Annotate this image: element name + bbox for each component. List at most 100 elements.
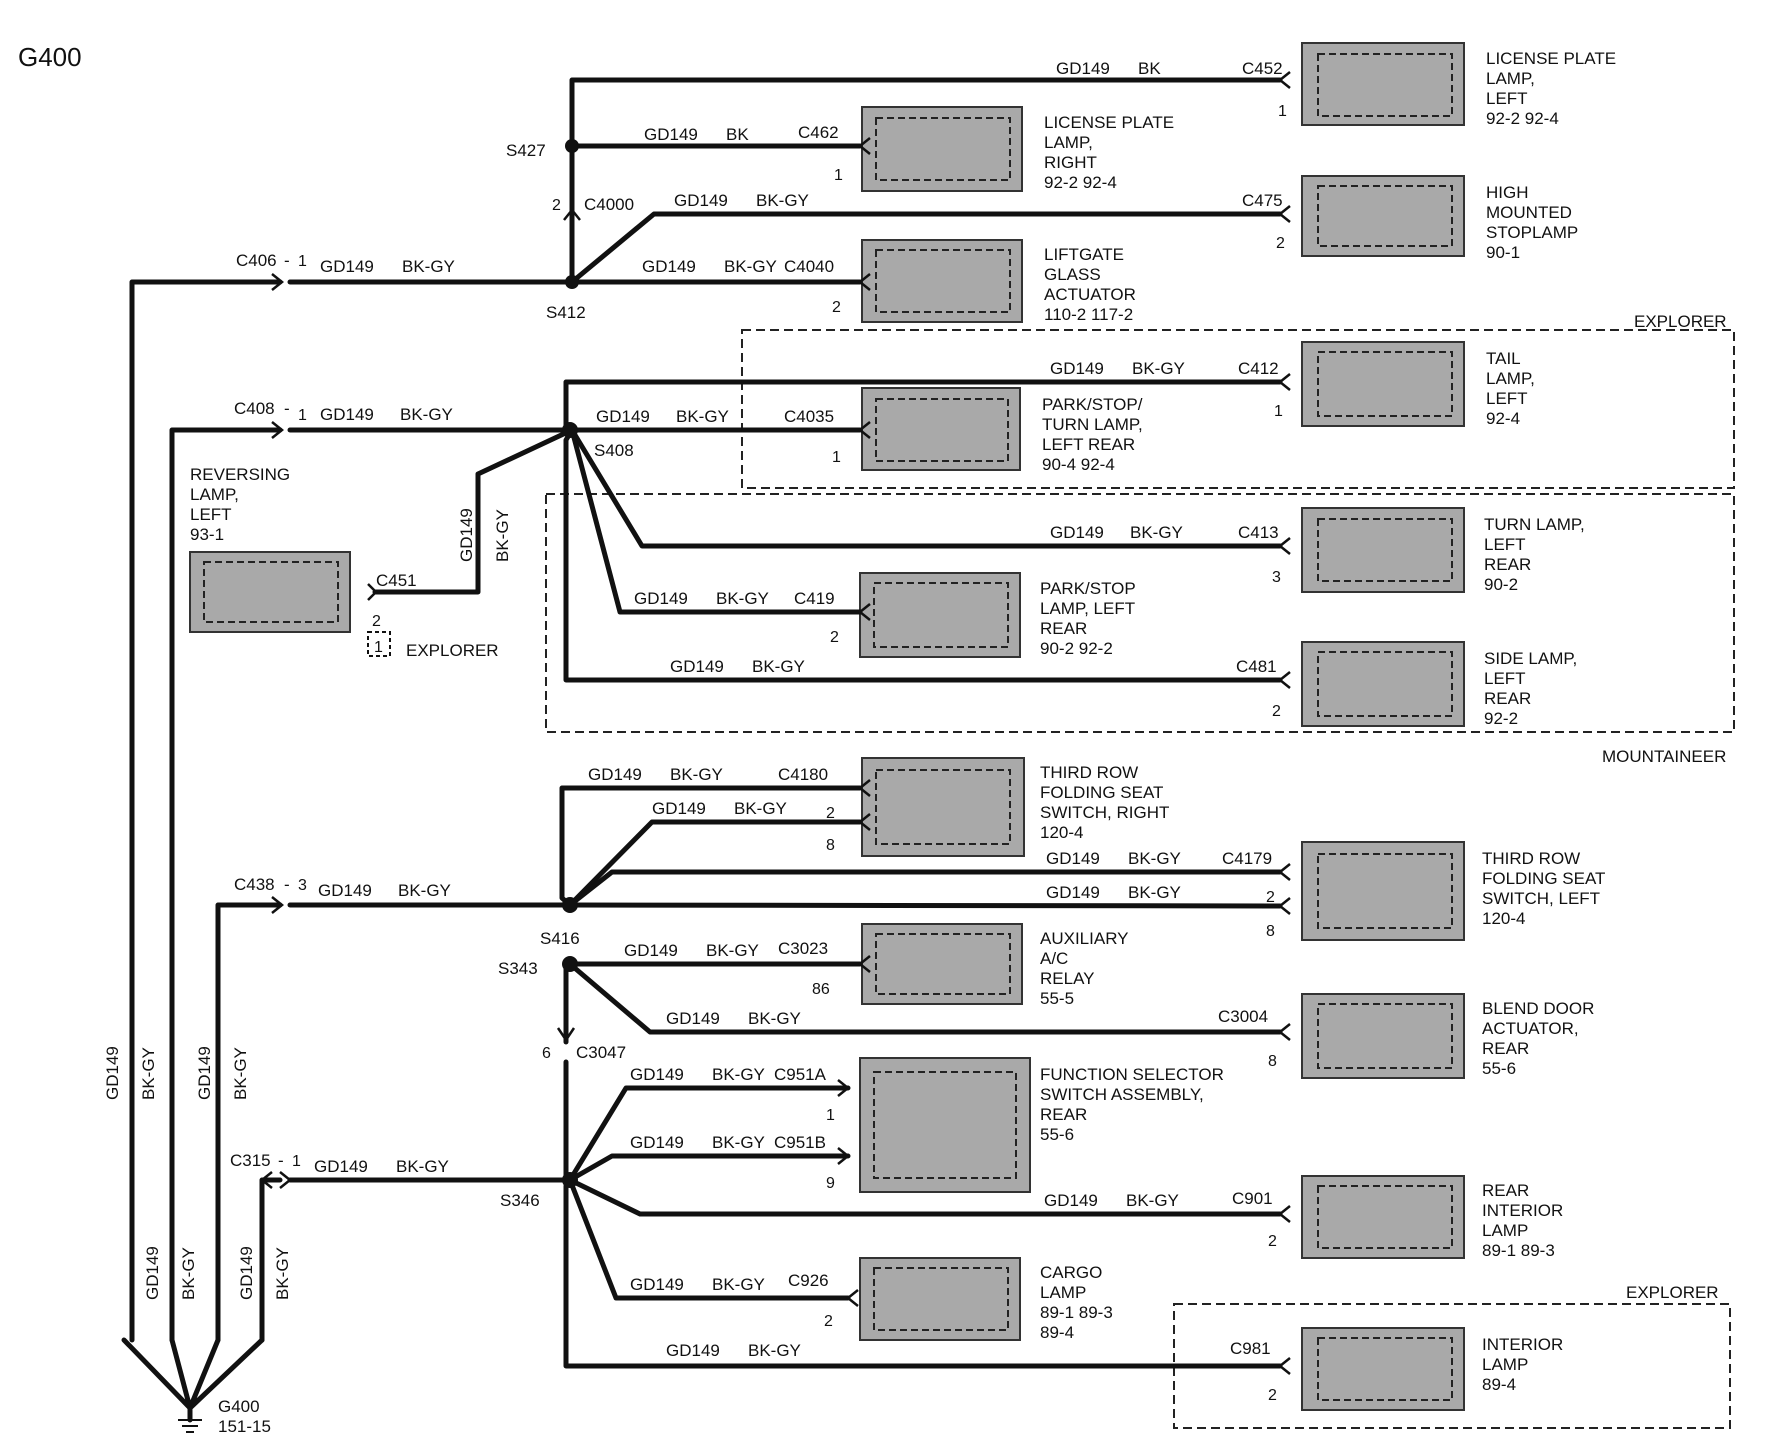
c451-alt-pin-box bbox=[367, 631, 391, 657]
c408-label: C408 bbox=[234, 399, 275, 418]
c4179-wire2-color: BK-GY bbox=[1128, 883, 1181, 902]
ground-fan bbox=[121, 1337, 265, 1411]
c413-label: C413 bbox=[1238, 523, 1279, 542]
c475-arrow-icon bbox=[1277, 205, 1291, 223]
c315-dash: - bbox=[278, 1151, 284, 1170]
c4040-wire-color: BK-GY bbox=[724, 257, 777, 276]
license-plate-lamp-left-box bbox=[1301, 42, 1465, 126]
c419-pin: 2 bbox=[830, 629, 839, 646]
c408-wire-circuit: GD149 bbox=[320, 405, 374, 424]
c412-label: C412 bbox=[1238, 359, 1279, 378]
c4179-wire2-circuit: GD149 bbox=[1046, 883, 1100, 902]
c408-dash: - bbox=[284, 399, 290, 418]
c481-wire-color: BK-GY bbox=[752, 657, 805, 676]
c3047-label: C3047 bbox=[576, 1043, 626, 1062]
liftgate-glass-actuator-box bbox=[861, 239, 1023, 323]
c951b-wire-color: BK-GY bbox=[712, 1133, 765, 1152]
c419-wire-color: BK-GY bbox=[716, 589, 769, 608]
c981-label: C981 bbox=[1230, 1339, 1271, 1358]
c4035-wire-color: BK-GY bbox=[676, 407, 729, 426]
c926-label: C926 bbox=[788, 1271, 829, 1290]
c412-arrow-icon bbox=[1277, 373, 1291, 391]
trunk4-circuit: GD149 bbox=[237, 1246, 256, 1300]
c451-alt-pin: 1 bbox=[374, 639, 383, 656]
c451-pin: 2 bbox=[372, 613, 381, 630]
c475-pin: 2 bbox=[1276, 235, 1285, 252]
c406-wire-circuit: GD149 bbox=[320, 257, 374, 276]
explorer-group-top bbox=[741, 329, 1735, 489]
c951a-wire-circuit: GD149 bbox=[630, 1065, 684, 1084]
c981-arrow-icon bbox=[1277, 1357, 1291, 1375]
c3023-arrow-icon bbox=[857, 955, 871, 973]
splice-s346-label: S346 bbox=[500, 1191, 540, 1210]
c951b-wire-circuit: GD149 bbox=[630, 1133, 684, 1152]
c406-pin: 1 bbox=[298, 253, 307, 270]
c481-label: C481 bbox=[1236, 657, 1277, 676]
c951b-pin: 9 bbox=[826, 1175, 835, 1192]
park-stop-lamp-left-rear-box bbox=[859, 572, 1021, 658]
c413-pin: 3 bbox=[1272, 569, 1281, 586]
splice-s346-dot bbox=[562, 1172, 578, 1188]
trunk2-circuit: GD149 bbox=[143, 1246, 162, 1300]
auxiliary-ac-relay-box bbox=[861, 923, 1023, 1005]
connector-arrows bbox=[259, 71, 1291, 1375]
c481-wire-circuit: GD149 bbox=[670, 657, 724, 676]
trunk1-circuit: GD149 bbox=[103, 1046, 122, 1100]
c413-wire-color: BK-GY bbox=[1130, 523, 1183, 542]
splice-s427-dot bbox=[565, 139, 579, 153]
c4040-wire-circuit: GD149 bbox=[642, 257, 696, 276]
c315-arrow-icon bbox=[259, 1171, 293, 1189]
splice-s412-label: S412 bbox=[546, 303, 586, 322]
c481-arrow-icon bbox=[1277, 671, 1291, 689]
c413-arrow-icon bbox=[1277, 537, 1291, 555]
mountaineer-label: MOUNTAINEER bbox=[1602, 747, 1726, 766]
c901-arrow-icon bbox=[1277, 1205, 1291, 1223]
c4035-label: C4035 bbox=[784, 407, 834, 426]
c3004-label: C3004 bbox=[1218, 1007, 1268, 1026]
c451-arrow-icon bbox=[367, 583, 378, 601]
c462-arrow-icon bbox=[857, 137, 871, 155]
c438-arrow-icon bbox=[271, 896, 285, 914]
c408-pin: 1 bbox=[298, 407, 307, 424]
c951a-wire-color: BK-GY bbox=[712, 1065, 765, 1084]
c3004-pin: 8 bbox=[1268, 1053, 1277, 1070]
c4040-arrow-icon bbox=[857, 273, 871, 291]
c4180-pin-a: 2 bbox=[826, 805, 835, 822]
mountaineer-group bbox=[545, 493, 1735, 733]
c3023-pin: 86 bbox=[812, 981, 830, 998]
c438-label: C438 bbox=[234, 875, 275, 894]
trunk3-color: BK-GY bbox=[231, 1047, 250, 1100]
c981-pin: 2 bbox=[1268, 1387, 1277, 1404]
c4035-pin: 1 bbox=[832, 449, 841, 466]
c408-arrow-icon bbox=[271, 421, 285, 439]
c3047-arrow-icon bbox=[556, 1027, 576, 1043]
c926-pin: 2 bbox=[824, 1313, 833, 1330]
c462-label: C462 bbox=[798, 123, 839, 142]
ground-g400-ref: 151-15 bbox=[218, 1417, 271, 1436]
c4179-b-arrow-icon bbox=[1277, 897, 1291, 915]
c3004-arrow-icon bbox=[1277, 1023, 1291, 1041]
c4035-wire-circuit: GD149 bbox=[596, 407, 650, 426]
side-lamp-left-rear-box bbox=[1301, 641, 1465, 727]
c901-pin: 2 bbox=[1268, 1233, 1277, 1250]
splice-s408-label: S408 bbox=[594, 441, 634, 460]
third-row-seat-switch-left-box bbox=[1301, 841, 1465, 941]
splice-s416-dot bbox=[562, 897, 578, 913]
c926-arrow-icon bbox=[845, 1289, 859, 1307]
c981-wire-circuit: GD149 bbox=[666, 1341, 720, 1360]
c412-pin: 1 bbox=[1274, 403, 1283, 420]
c315-wire-circuit: GD149 bbox=[314, 1157, 368, 1176]
c4180-a-arrow-icon bbox=[857, 779, 871, 797]
c4179-pin-b: 8 bbox=[1266, 923, 1275, 940]
